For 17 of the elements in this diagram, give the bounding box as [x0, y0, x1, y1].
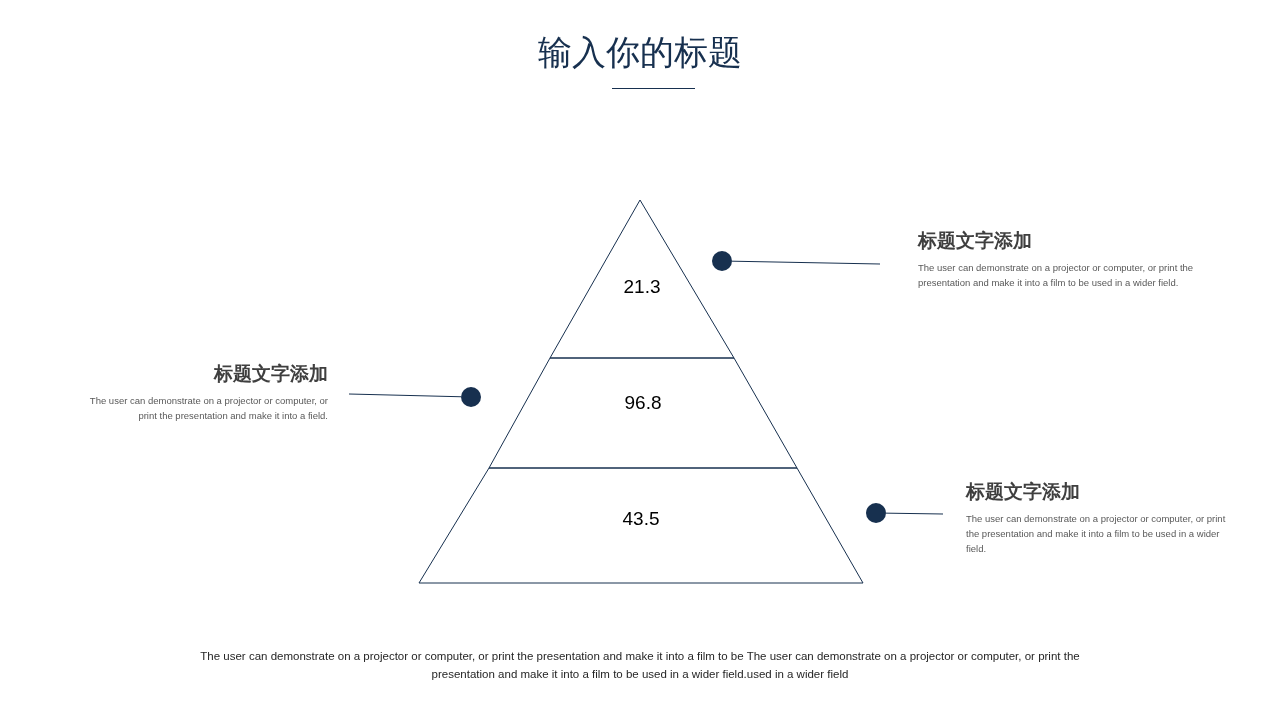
title: 输入你的标题	[537, 31, 743, 74]
leader-line	[731, 260, 881, 265]
description: The user can demonstrate on a projector or computer, or print the presentation and make it into a field.	[88, 394, 328, 423]
leader-line	[348, 393, 462, 398]
dot-marker	[712, 251, 732, 271]
heading: 标题文字添加	[966, 479, 1081, 504]
dot-marker	[461, 387, 481, 407]
leader-line	[885, 512, 944, 515]
heading: 标题文字添加	[918, 228, 1033, 253]
caption: The user can demonstrate on a projector or computer, or print the presentation and make it into a film to be The user can demonstrate on a projector or computer, or print the presentation and make it into a film to be used in a wider field.used in a wider field	[199, 649, 1081, 682]
description: The user can demonstrate on a projector or computer, or print the presentation and make it into a film to be used in a wider field.	[918, 261, 1195, 290]
dot-marker	[866, 503, 886, 523]
heading: 标题文字添加	[212, 361, 328, 386]
tier-value: 21.3	[622, 276, 662, 298]
description: The user can demonstrate on a projector or computer, or print the presentation and make it into a film to be used in a wider field.	[966, 512, 1227, 556]
tier-value: 96.8	[623, 392, 663, 414]
tier-value: 43.5	[621, 508, 661, 530]
